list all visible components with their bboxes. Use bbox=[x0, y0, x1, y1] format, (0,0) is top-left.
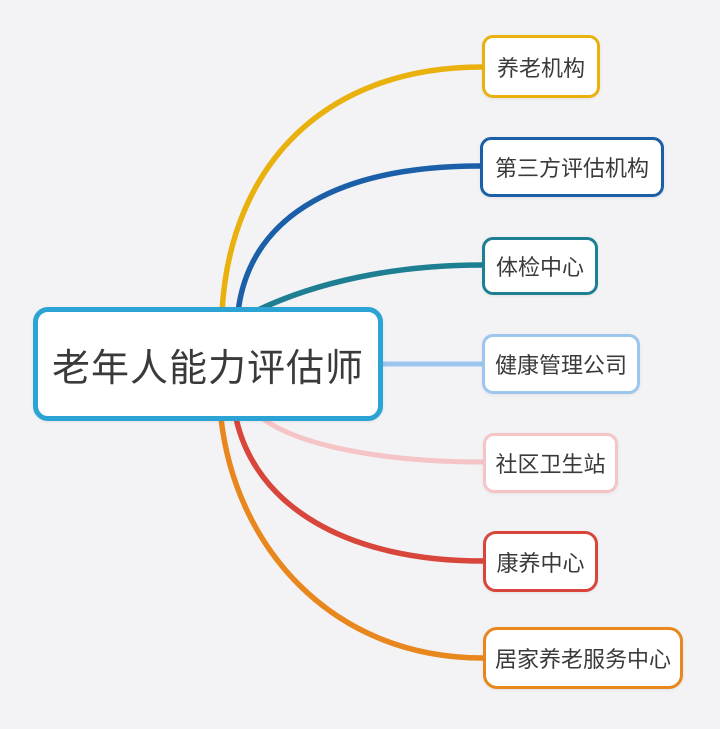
node-label: 居家养老服务中心 bbox=[494, 647, 671, 672]
node-label: 健康管理公司 bbox=[494, 353, 627, 378]
central-node-elderly-capability-assessor[interactable]: 老年人能力评估师 bbox=[33, 307, 383, 421]
node-label: 养老机构 bbox=[496, 55, 585, 81]
node-label: 社区卫生站 bbox=[495, 452, 606, 477]
connector-third-party-assessment bbox=[235, 163, 483, 315]
node-health-management-company[interactable]: 健康管理公司 bbox=[482, 334, 640, 394]
node-label: 体检中心 bbox=[495, 255, 584, 280]
connector-nursing-institution bbox=[219, 64, 485, 315]
node-wellness-center[interactable]: 康养中心 bbox=[483, 531, 598, 592]
node-third-party-assessment[interactable]: 第三方评估机构 bbox=[480, 137, 664, 197]
connector-community-health-station bbox=[259, 415, 486, 465]
node-home-care-service-center[interactable]: 居家养老服务中心 bbox=[483, 627, 683, 689]
central-node-label: 老年人能力评估师 bbox=[51, 347, 364, 390]
node-label: 第三方评估机构 bbox=[494, 156, 649, 181]
connector-home-care-service-center bbox=[218, 415, 486, 661]
node-physical-exam-center[interactable]: 体检中心 bbox=[482, 237, 598, 295]
connector-physical-exam-center bbox=[255, 262, 485, 313]
node-label: 康养中心 bbox=[496, 550, 585, 576]
node-community-health-station[interactable]: 社区卫生站 bbox=[483, 433, 618, 493]
connector-wellness-center bbox=[233, 415, 486, 564]
node-nursing-institution[interactable]: 养老机构 bbox=[482, 35, 600, 98]
